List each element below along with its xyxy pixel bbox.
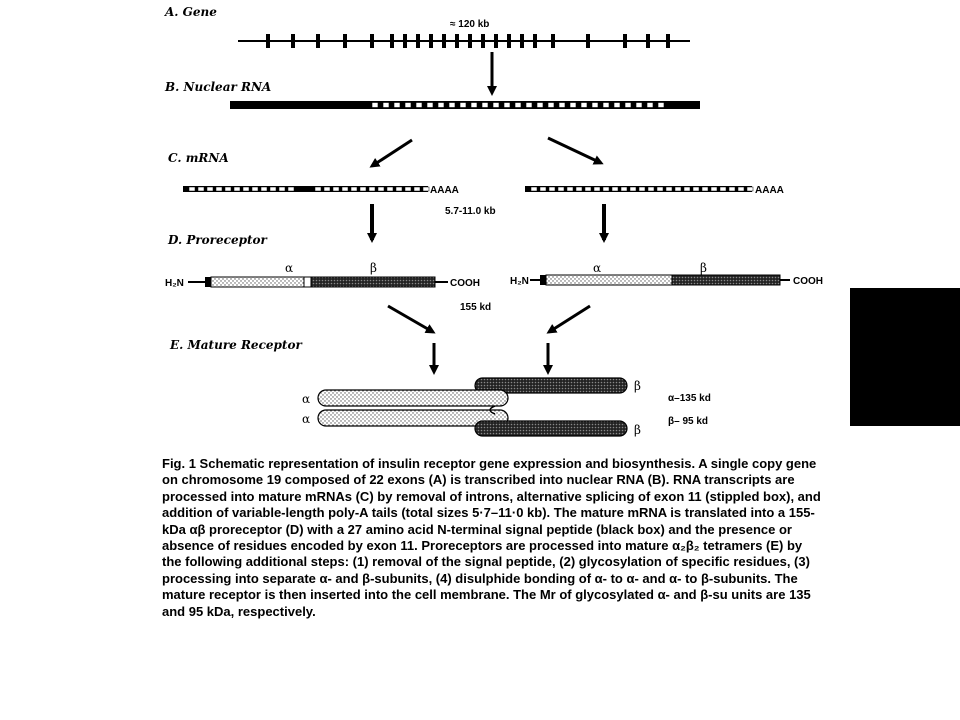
mrna-left — [183, 186, 429, 192]
mrna-right — [525, 186, 753, 192]
alpha-subunit-top — [318, 390, 508, 406]
beta-label-bottom: β — [634, 423, 641, 437]
arrow-proreceptor-to-mature-right — [549, 306, 590, 332]
beta-mw-label: β– 95 kd — [668, 416, 708, 427]
exon-mark — [468, 34, 472, 48]
exon-mark — [343, 34, 347, 48]
alpha-label-bottom: α — [302, 412, 310, 426]
arrow-proreceptor-to-mature-left — [388, 306, 433, 332]
label-proreceptor: D. Proreceptor — [167, 233, 269, 247]
beta-label-left: β — [370, 261, 377, 275]
label-nuclear-rna: B. Nuclear RNA — [164, 80, 271, 94]
exon-mark — [403, 34, 407, 48]
exon-mark — [481, 34, 485, 48]
exon-mark — [266, 34, 270, 48]
alpha-mw-label: α–135 kd — [668, 393, 711, 404]
exon-mark — [494, 34, 498, 48]
exon-mark — [507, 34, 511, 48]
label-mrna: C. mRNA — [168, 151, 229, 165]
right-edge-bar — [850, 288, 960, 426]
label-mature-receptor: E. Mature Receptor — [169, 338, 303, 352]
exon-mark — [520, 34, 524, 48]
cooh-right: COOH — [793, 276, 823, 287]
mrna-size-label: 5.7-11.0 kb — [445, 206, 496, 217]
arrow-rna-to-mrna-left — [372, 140, 412, 166]
h2n-right: H₂N — [510, 276, 529, 287]
figure-caption: Fig. 1 Schematic representation of insul… — [162, 456, 822, 620]
proreceptor-right — [530, 275, 790, 285]
beta-label-top: β — [634, 379, 641, 393]
alpha-label-top: α — [302, 392, 310, 406]
beta-label-right: β — [700, 261, 707, 275]
nuclear-rna-bar — [230, 101, 700, 109]
arrow-rna-to-mrna-right — [548, 138, 601, 163]
exon-mark — [390, 34, 394, 48]
alpha-label-right: α — [593, 261, 601, 275]
exon-mark — [455, 34, 459, 48]
cooh-left: COOH — [450, 278, 480, 289]
proreceptor-size-label: 155 kd — [460, 302, 491, 313]
exon-mark — [370, 34, 374, 48]
poly-a-left: AAAA — [430, 185, 459, 196]
proreceptor-left — [188, 277, 448, 287]
exon-mark — [442, 34, 446, 48]
alpha-label-left: α — [285, 261, 293, 275]
exon-mark — [666, 34, 670, 48]
exon-mark — [291, 34, 295, 48]
poly-a-right: AAAA — [755, 185, 784, 196]
exon-mark — [646, 34, 650, 48]
mature-receptor-tetramer — [318, 378, 627, 436]
exon-mark — [316, 34, 320, 48]
h2n-left: H₂N — [165, 278, 184, 289]
exon-mark — [416, 34, 420, 48]
beta-subunit-bottom — [475, 421, 627, 436]
label-gene: A. Gene — [164, 5, 217, 19]
exon-mark — [533, 34, 537, 48]
exon-mark — [586, 34, 590, 48]
exon-mark — [551, 34, 555, 48]
gene-size-label: ≈ 120 kb — [450, 19, 489, 30]
exon-mark — [429, 34, 433, 48]
exon-mark — [623, 34, 627, 48]
